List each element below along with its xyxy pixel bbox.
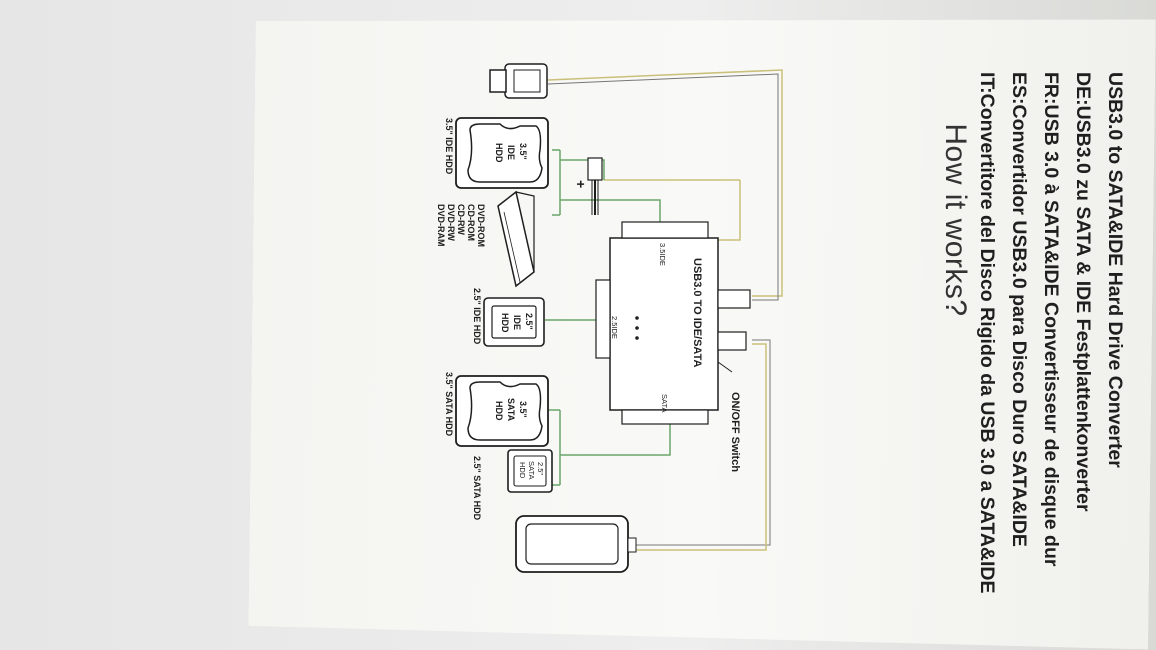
hdd-25-sata-icon: 2.5" SATA HDD (507, 449, 553, 493)
hdd-25-ide-text-3: HDD (500, 313, 510, 333)
molex-connector-icon (587, 157, 603, 215)
hdd-25-ide-icon: 2.5" IDE HDD (483, 297, 545, 347)
optical-drive-1: DVD-ROM (476, 204, 486, 247)
port-35ide-label: 3.5IDE (658, 243, 667, 266)
sata-wire (548, 409, 671, 486)
wires (545, 69, 783, 551)
port-sata-label: SATA (660, 394, 669, 412)
usb-plug-icon (489, 63, 548, 99)
hdd-35-ide-icon: 3.5" IDE HDD (455, 117, 549, 189)
ide35-wire (560, 199, 661, 230)
optical-drive-5: DVD-RAM (436, 204, 446, 247)
hdd-25-ide-caption: 2.5" IDE HDD (472, 288, 482, 345)
hdd-35-ide-text-1: 3.5" (518, 143, 528, 160)
hdd-35-ide-text-2: IDE (506, 145, 516, 160)
hdd-25-ide-text-1: 2.5" (524, 313, 534, 330)
hdd-35-sata-text-1: 3.5" (518, 401, 528, 418)
hdd-35-ide-text-3: HDD (494, 143, 504, 163)
converter-box: USB3.0 TO IDE/SATA 3.5IDE 2.5IDE SATA (595, 221, 751, 425)
hdd-35-sata-icon: 3.5" SATA HDD (455, 375, 549, 447)
optical-drive-2: CD-ROM (466, 204, 476, 241)
usb-cable (547, 69, 783, 297)
converter-label: USB3.0 TO IDE/SATA (691, 258, 703, 367)
hdd-35-sata-text-3: HDD (494, 401, 504, 421)
power-adapter-icon (515, 515, 637, 573)
optical-drive-4: DVD-RW (446, 204, 456, 241)
plus-sign: + (573, 180, 589, 188)
optical-drive-3: CD-RW (456, 204, 466, 235)
hdd-25-sata-caption: 2.5" SATA HDD (472, 456, 482, 521)
hdd-25-sata-text-1: 2.5" (536, 462, 545, 475)
optical-drive-icon (497, 190, 535, 288)
hdd-35-sata-caption: 3.5" SATA HDD (444, 372, 454, 437)
hdd-35-sata-text-2: SATA (506, 398, 516, 422)
hdd-25-sata-text-3: HDD (518, 462, 527, 479)
port-25ide-label: 2.5IDE (610, 316, 619, 339)
hdd-35-ide-caption: 3.5" IDE HDD (444, 118, 454, 175)
hdd-25-ide-text-2: IDE (512, 315, 522, 330)
molex-power-wire (716, 180, 741, 241)
power-cable (630, 339, 771, 546)
hdd-25-sata-text-2: SATA (527, 461, 536, 479)
switch-label: ON/OFF Switch (729, 392, 741, 472)
